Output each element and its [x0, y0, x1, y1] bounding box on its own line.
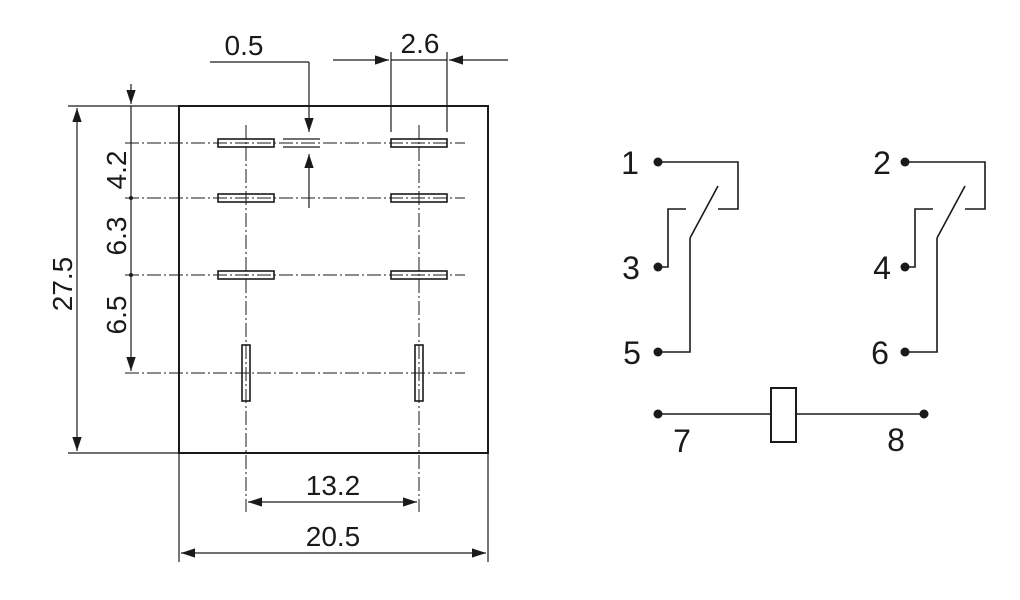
- dimensions: 0.5 2.6 4.2 6.3 6.5 27.5 13.2 20.5: [47, 28, 508, 562]
- dim-height-outer: 27.5: [47, 257, 78, 312]
- dim-pin-width: 0.5: [225, 30, 264, 61]
- coil-pin-pad: [414, 344, 424, 402]
- pin-label-5: 5: [623, 335, 641, 371]
- footprint: [125, 105, 489, 512]
- dim-gap-1: 4.2: [101, 151, 132, 190]
- pin-pad: [390, 138, 448, 148]
- dim-width-outer: 20.5: [306, 521, 361, 552]
- dim-width-pins: 13.2: [306, 470, 361, 501]
- coil: 7 8: [653, 387, 929, 459]
- pin-label-6: 6: [871, 335, 889, 371]
- coil-pin-pad: [241, 344, 251, 402]
- schematic: 1 3 5 2 4 6 7 8: [621, 145, 986, 459]
- pin-label-3: 3: [622, 250, 640, 286]
- pin-pad: [217, 270, 275, 280]
- pin-label-1: 1: [621, 145, 639, 181]
- relay-body-outline: [178, 105, 489, 454]
- pin-pad: [390, 193, 448, 203]
- pin-label-2: 2: [873, 145, 891, 181]
- pin-pad: [390, 270, 448, 280]
- coil-symbol: [770, 387, 797, 443]
- pin-label-7: 7: [673, 423, 691, 459]
- contact-group-right: 2 4 6: [871, 145, 986, 371]
- dim-gap-2: 6.3: [101, 217, 132, 256]
- contact-group-left: 1 3 5: [621, 145, 739, 371]
- pin-pad: [217, 138, 275, 148]
- dim-pin-spacing: 2.6: [401, 28, 440, 59]
- pin-label-8: 8: [887, 422, 905, 458]
- pin-pad: [217, 193, 275, 203]
- dim-gap-3: 6.5: [101, 296, 132, 335]
- pin-label-4: 4: [873, 250, 891, 286]
